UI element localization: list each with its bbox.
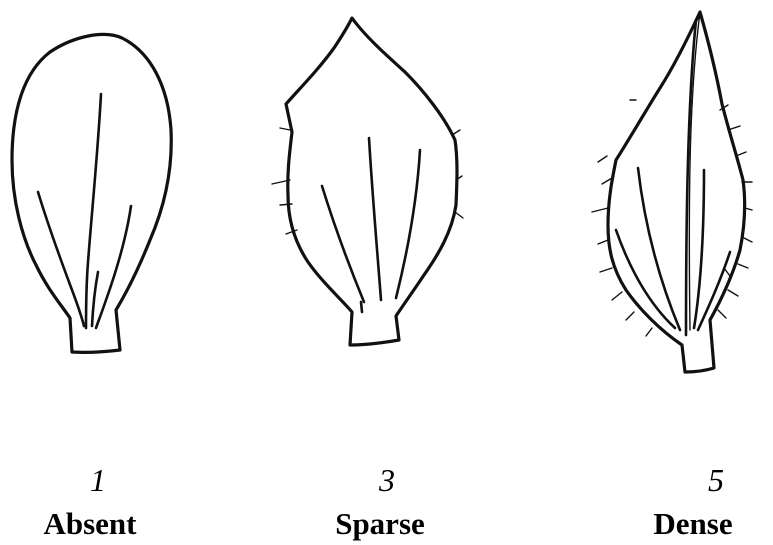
label-dense: Dense	[613, 506, 773, 542]
leaf-dense-hairs-icon	[0, 0, 773, 380]
score-dense: 5	[686, 462, 746, 498]
score-absent: 1	[68, 462, 128, 498]
label-sparse: Sparse	[300, 506, 460, 542]
score-sparse: 3	[357, 462, 417, 498]
label-absent: Absent	[10, 506, 170, 542]
